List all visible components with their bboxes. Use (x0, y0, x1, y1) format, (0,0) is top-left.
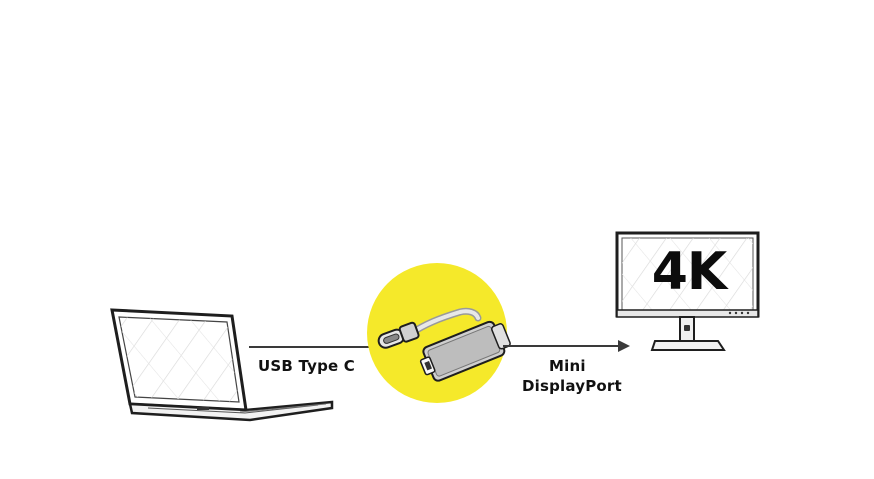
monitor-icon (615, 231, 760, 351)
usb-c-to-mini-displayport-adapter-icon (377, 307, 511, 382)
mini-label: Mini (549, 357, 586, 375)
monitor-resolution-label: 4K (651, 242, 727, 302)
displayport-label: DisplayPort (522, 377, 622, 395)
usb-type-c-label: USB Type C (258, 357, 356, 375)
laptop-icon (110, 308, 334, 422)
